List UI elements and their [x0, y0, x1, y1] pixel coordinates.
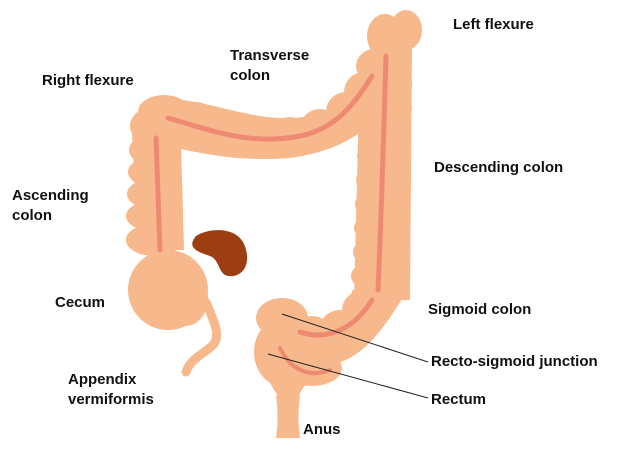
- label-ascending-colon: Ascending colon: [12, 186, 89, 226]
- label-sigmoid-colon: Sigmoid colon: [428, 300, 531, 320]
- descending-colon-shape: [351, 10, 422, 300]
- label-left-flexure: Left flexure: [453, 15, 534, 35]
- label-cecum: Cecum: [55, 293, 105, 313]
- cecum-shape: [128, 250, 208, 330]
- label-appendix-vermiformis: Appendix vermiformis: [68, 370, 154, 410]
- label-right-flexure: Right flexure: [42, 71, 134, 91]
- label-recto-sigmoid-junction: Recto-sigmoid junction: [431, 352, 598, 372]
- label-rectum: Rectum: [431, 390, 486, 410]
- label-descending-colon: Descending colon: [434, 158, 563, 178]
- label-transverse-colon: Transverse colon: [230, 46, 309, 86]
- label-anus: Anus: [303, 420, 341, 440]
- anus-shape: [276, 396, 300, 438]
